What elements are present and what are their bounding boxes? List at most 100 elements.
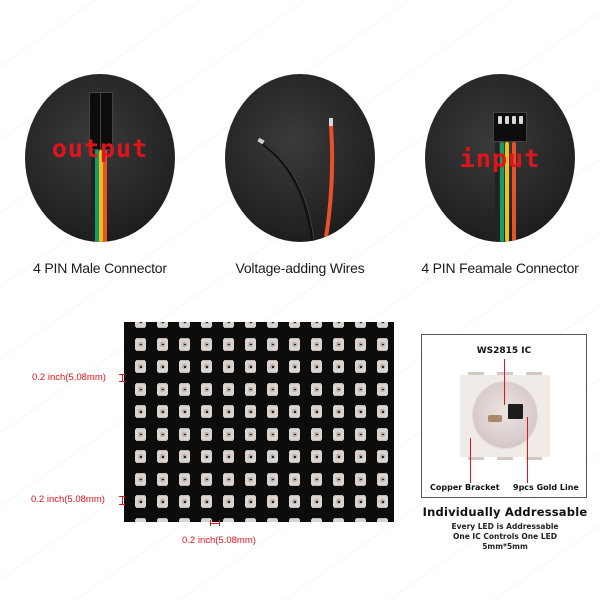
led-cell <box>262 514 284 522</box>
rgb-led-icon <box>377 338 388 350</box>
rgb-led-icon <box>355 338 366 350</box>
rgb-led-icon <box>135 322 146 327</box>
led-cell <box>240 469 262 492</box>
male-connector-label: 4 PIN Male Connector <box>33 260 167 276</box>
led-cell <box>284 424 306 447</box>
rgb-led-icon <box>157 473 168 485</box>
rgb-led-icon <box>157 496 168 507</box>
led-cell <box>130 356 152 379</box>
led-cell <box>284 491 306 514</box>
rgb-led-icon <box>223 428 234 440</box>
rgb-led-icon <box>179 451 190 462</box>
led-cell <box>350 401 372 424</box>
rgb-led-icon <box>311 338 322 350</box>
rgb-led-icon <box>245 361 256 372</box>
led-cell <box>350 379 372 402</box>
led-cell <box>306 322 328 334</box>
rgb-led-icon <box>157 518 168 522</box>
row-pitch-bracket-bottom <box>119 496 125 505</box>
led-cell <box>372 379 394 402</box>
rgb-led-icon <box>267 473 278 485</box>
rgb-led-icon <box>377 451 388 462</box>
led-cell <box>152 322 174 334</box>
led-cell <box>306 379 328 402</box>
led-cell <box>350 356 372 379</box>
led-cell <box>152 334 174 357</box>
rgb-led-icon <box>135 428 146 440</box>
led-cell <box>218 446 240 469</box>
rgb-led-icon <box>267 361 278 372</box>
led-cell <box>196 514 218 522</box>
led-cell <box>262 334 284 357</box>
rgb-led-icon <box>333 338 344 350</box>
rgb-led-icon <box>289 428 300 440</box>
female-connector-card: input 4 PIN Feamale Connector <box>415 74 585 289</box>
led-cell <box>328 334 350 357</box>
ic-chip-icon <box>508 404 523 419</box>
led-cell <box>130 446 152 469</box>
led-cell <box>174 322 196 334</box>
rgb-led-icon <box>377 496 388 507</box>
rgb-led-icon <box>311 406 322 417</box>
led-cell <box>284 334 306 357</box>
rgb-led-icon <box>223 338 234 350</box>
rgb-led-icon <box>135 383 146 395</box>
rgb-led-icon <box>289 322 300 327</box>
rgb-led-icon <box>289 383 300 395</box>
rgb-led-icon <box>135 473 146 485</box>
rgb-led-icon <box>245 383 256 395</box>
led-cell <box>218 469 240 492</box>
led-cell <box>284 401 306 424</box>
power-wires-image <box>225 74 375 242</box>
led-cell <box>350 446 372 469</box>
led-cell <box>130 401 152 424</box>
rgb-led-icon <box>355 473 366 485</box>
rgb-led-icon <box>245 322 256 327</box>
bracket-pointer-line <box>470 438 471 483</box>
led-cell <box>240 491 262 514</box>
rgb-led-icon <box>201 322 212 327</box>
led-cell <box>196 491 218 514</box>
rgb-led-icon <box>245 451 256 462</box>
power-wires-card: Voltage-adding Wires <box>215 74 385 289</box>
rgb-led-icon <box>267 428 278 440</box>
rgb-led-icon <box>289 451 300 462</box>
features-title: Individually Addressable <box>422 505 588 519</box>
led-lens <box>472 381 538 449</box>
led-cell <box>240 446 262 469</box>
rgb-led-icon <box>201 406 212 417</box>
led-cell <box>152 469 174 492</box>
rgb-led-icon <box>179 322 190 327</box>
rgb-led-icon <box>311 473 322 485</box>
led-cell <box>196 334 218 357</box>
led-cell <box>218 514 240 522</box>
rgb-led-icon <box>355 361 366 372</box>
rgb-led-icon <box>223 496 234 507</box>
led-cell <box>350 469 372 492</box>
rgb-led-icon <box>377 406 388 417</box>
led-cell <box>328 514 350 522</box>
led-cell <box>152 491 174 514</box>
led-cell <box>350 424 372 447</box>
led-cell <box>328 356 350 379</box>
rgb-led-icon <box>179 428 190 440</box>
rgb-led-icon <box>201 518 212 522</box>
feature-line: 5mm*5mm <box>482 542 528 551</box>
led-package-image <box>460 372 550 460</box>
rgb-led-icon <box>223 322 234 327</box>
row-pitch-label-top: 0.2 inch(5.08mm) <box>32 372 106 383</box>
led-detail-box: WS2815 IC Copper Bracket 9pcs Gold Line <box>421 334 587 498</box>
led-grid <box>130 322 394 522</box>
gold-line-pointer-line <box>527 417 528 483</box>
rgb-led-icon <box>135 518 146 522</box>
led-cell <box>372 401 394 424</box>
led-cell <box>240 334 262 357</box>
output-label: output <box>51 134 149 163</box>
male-connector-image: output <box>25 74 175 242</box>
led-cell <box>240 514 262 522</box>
led-cell <box>262 401 284 424</box>
row-pitch-bracket-top <box>119 374 125 382</box>
rgb-led-icon <box>355 383 366 395</box>
rgb-led-icon <box>333 361 344 372</box>
rgb-led-icon <box>355 451 366 462</box>
